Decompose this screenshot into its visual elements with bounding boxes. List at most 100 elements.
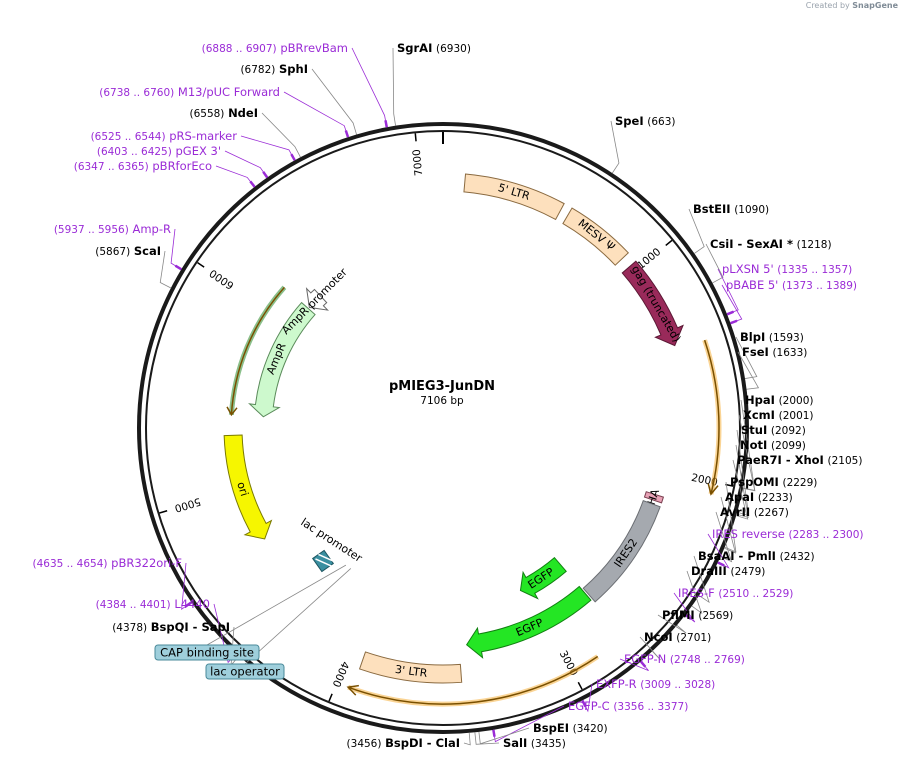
site-name: SphI bbox=[279, 62, 308, 76]
leader-csii-sexai bbox=[705, 243, 724, 284]
site-name: pRS-marker bbox=[169, 129, 237, 143]
ruler-tick bbox=[577, 681, 583, 690]
box-label-lac-operator: lac operator bbox=[210, 665, 280, 679]
site-name: EXFP-R bbox=[596, 677, 637, 691]
site-m13-puc-forward: (6738 .. 6760) M13/pUC Forward bbox=[99, 85, 280, 99]
leader-bspdi-clai bbox=[463, 732, 471, 746]
leader-lac-operator bbox=[244, 568, 352, 665]
site-position: (1593) bbox=[769, 332, 804, 344]
feature-ori bbox=[223, 434, 273, 540]
site-name: SalI bbox=[503, 736, 527, 750]
site-ncoi: NcoI (2701) bbox=[644, 630, 711, 644]
thin-line-LTR-orange bbox=[703, 339, 720, 495]
site-egfp-n: EGFP-N (2748 .. 2769) bbox=[624, 652, 745, 666]
primer-mark-ires-reverse bbox=[717, 561, 725, 567]
leader-lines bbox=[159, 47, 760, 746]
leader-sgrai bbox=[392, 47, 396, 126]
feature-gag-truncated bbox=[621, 260, 684, 347]
site-position: (2233) bbox=[758, 492, 793, 504]
primer-mark-pbrforeco bbox=[249, 180, 256, 188]
leader-pflmi bbox=[657, 614, 687, 634]
leader-spei bbox=[610, 120, 620, 174]
site-position: (6888 .. 6907) bbox=[202, 43, 277, 55]
site-bsaai-pmli: BsaAI - PmlI (2432) bbox=[698, 549, 815, 563]
primer-mark-pbrrevbam bbox=[384, 120, 389, 128]
leader-bsaai-pmli bbox=[693, 555, 710, 604]
site-name: ApaI bbox=[725, 490, 754, 504]
site-name: IRES-F bbox=[678, 586, 715, 600]
leader-scai bbox=[159, 250, 172, 289]
ruler-tick bbox=[328, 693, 333, 702]
site-name: SpeI bbox=[615, 114, 644, 128]
leader-noti bbox=[735, 444, 749, 519]
site-position: (1335 .. 1357) bbox=[777, 264, 852, 276]
site-name: pLXSN 5' bbox=[722, 262, 774, 276]
site-name: PaeR7I - XhoI bbox=[737, 453, 824, 467]
leader-ncoi bbox=[639, 636, 661, 661]
leader-pgex-3 bbox=[224, 150, 268, 178]
feature-egfp bbox=[465, 585, 592, 659]
leader-blpi bbox=[735, 336, 758, 379]
site-bsteii: BstEII (1090) bbox=[693, 202, 769, 216]
lac-promoter-mark bbox=[311, 549, 335, 573]
site-pbr322ori-f: (4635 .. 4654) pBR322ori-F bbox=[32, 556, 182, 570]
leader-prs-marker bbox=[240, 135, 296, 161]
primer-mark-egfp-n bbox=[639, 660, 647, 668]
site-position: (3356 .. 3377) bbox=[613, 701, 688, 713]
credit-brand: SnapGene bbox=[852, 1, 898, 10]
site-position: (6403 .. 6425) bbox=[97, 146, 172, 158]
site-position: (663) bbox=[647, 116, 675, 128]
box-lac-operator bbox=[205, 663, 285, 680]
leader-m13-puc-forward bbox=[283, 91, 349, 138]
site-position: (6525 .. 6544) bbox=[91, 131, 166, 143]
site-position: (1218) bbox=[797, 239, 832, 251]
site-pbabe-5: pBABE 5' (1373 .. 1389) bbox=[726, 278, 857, 292]
leader-fsei bbox=[737, 351, 760, 390]
site-name: BlpI bbox=[740, 330, 765, 344]
feature-egfp bbox=[519, 556, 567, 600]
site-hpai: HpaI (2000) bbox=[745, 393, 813, 407]
feature-label-ha: HA bbox=[645, 487, 662, 507]
leader-sphi bbox=[311, 68, 357, 135]
site-position: (2105) bbox=[828, 455, 863, 467]
site-position: (6738 .. 6760) bbox=[99, 87, 174, 99]
ruler-tick bbox=[159, 510, 168, 514]
leader-sali bbox=[474, 732, 500, 745]
site-name: CsiI - SexAI * bbox=[710, 237, 793, 251]
site-pspomi: PspOMI (2229) bbox=[730, 475, 817, 489]
site-name: ScaI bbox=[134, 244, 161, 258]
site-egfp-c: EGFP-C (3356 .. 3377) bbox=[568, 699, 688, 713]
primer-mark-pbr322ori-f bbox=[185, 601, 193, 608]
site-spei: SpeI (663) bbox=[615, 114, 675, 128]
site-sgrai: SgrAI (6930) bbox=[397, 41, 471, 55]
site-noti: NotI (2099) bbox=[740, 438, 806, 452]
primer-mark-pgex-3 bbox=[262, 171, 269, 179]
site-ires-reverse: IRES reverse (2283 .. 2300) bbox=[712, 527, 864, 541]
site-sali: SalI (3435) bbox=[503, 736, 566, 750]
feature-3-ltr bbox=[358, 651, 463, 684]
site-position: (2569) bbox=[698, 610, 733, 622]
site-name: pBRrevBam bbox=[280, 41, 348, 55]
site-position: (6782) bbox=[240, 64, 275, 76]
site-bspei: BspEI (3420) bbox=[533, 721, 608, 735]
site-blpi: BlpI (1593) bbox=[740, 330, 804, 344]
site-name: Amp-R bbox=[132, 222, 171, 236]
site-position: (2479) bbox=[730, 566, 765, 578]
leader-amp-r bbox=[170, 228, 182, 270]
site-name: PflMI bbox=[662, 608, 695, 622]
credit-prefix: Created by bbox=[805, 1, 850, 10]
leader-paer7i-xhoi bbox=[732, 459, 749, 520]
leader-pbrforeco bbox=[215, 165, 255, 188]
ruler-label: 6000 bbox=[207, 267, 236, 292]
feature-label-ori: ori bbox=[234, 480, 251, 497]
site-position: (2001) bbox=[779, 410, 814, 422]
site-name: BstEII bbox=[693, 202, 731, 216]
outer-ring bbox=[137, 122, 749, 734]
site-name: BsaAI - PmlI bbox=[698, 549, 776, 563]
site-name: NdeI bbox=[228, 106, 258, 120]
ruler-tick bbox=[665, 239, 673, 247]
leader-draiii bbox=[686, 570, 703, 615]
primer-mark-egfp-c bbox=[492, 729, 496, 737]
site-name: IRES reverse bbox=[712, 527, 785, 541]
